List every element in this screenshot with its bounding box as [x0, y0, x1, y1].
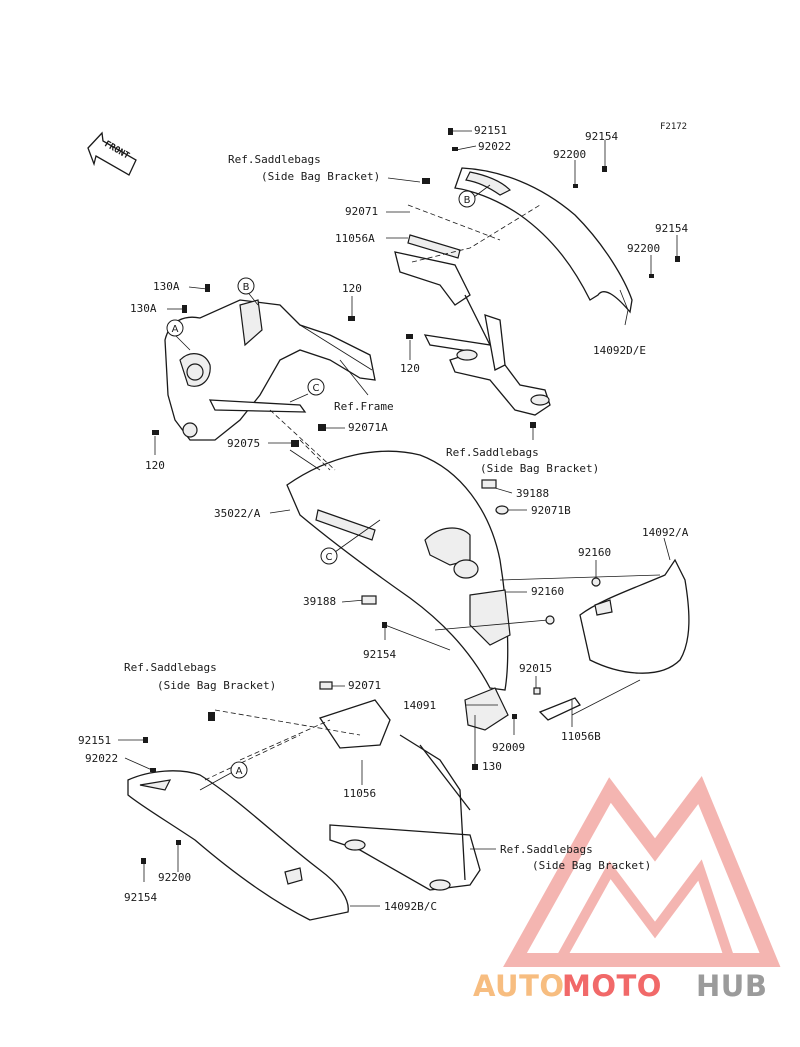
- label-ref-saddlebags-2: Ref.Saddlebags: [446, 446, 539, 459]
- label-ref-saddlebags-4: Ref.Saddlebags: [500, 843, 593, 856]
- callout-b-top: B: [464, 195, 471, 206]
- label-11056b: 11056B: [561, 730, 601, 743]
- watermark-moto: MOTO: [562, 969, 662, 1003]
- label-92009: 92009: [492, 741, 525, 754]
- callout-a-lower: A: [236, 766, 243, 777]
- label-side-bag-bracket-2: (Side Bag Bracket): [480, 462, 599, 475]
- label-92022-low: 92022: [85, 752, 118, 765]
- bracket-14091-body: [464, 687, 509, 731]
- bracket-11056b: [538, 697, 581, 721]
- label-130a-1: 130A: [153, 280, 180, 293]
- watermark-triangle-icon: [503, 775, 781, 967]
- label-130: 130: [482, 760, 502, 773]
- bracket-11056a: [394, 251, 471, 306]
- label-130a-2: 130A: [130, 302, 157, 315]
- rubber-92071: [407, 234, 461, 259]
- label-side-bag-bracket-4: (Side Bag Bracket): [532, 859, 651, 872]
- label-92071a: 92071A: [348, 421, 388, 434]
- label-92200-top: 92200: [553, 148, 586, 161]
- callout-b-frame: B: [243, 282, 250, 293]
- part-labels: 92151 92022 92154 92200 Ref.Saddlebags (…: [78, 124, 689, 913]
- label-92015: 92015: [519, 662, 552, 675]
- label-14092a: 14092/A: [642, 526, 689, 539]
- label-92160-2: 92160: [531, 585, 564, 598]
- upper-cover-body: [454, 167, 633, 314]
- label-ref-saddlebags-1: Ref.Saddlebags: [228, 153, 321, 166]
- label-39188-left: 39188: [303, 595, 336, 608]
- label-92154-top: 92154: [585, 130, 618, 143]
- label-35022a: 35022/A: [214, 507, 261, 520]
- label-92075: 92075: [227, 437, 260, 450]
- label-ref-frame: Ref.Frame: [334, 400, 394, 413]
- label-14091: 14091: [403, 699, 436, 712]
- label-side-bag-bracket-3: (Side Bag Bracket): [157, 679, 276, 692]
- figure-code: F2172: [660, 122, 687, 132]
- label-92200-right: 92200: [627, 242, 660, 255]
- label-120-top: 120: [342, 282, 362, 295]
- cover-14092de: [454, 167, 633, 326]
- fasteners: [141, 128, 680, 864]
- label-14092de: 14092D/E: [593, 344, 646, 357]
- label-side-bag-bracket-1: (Side Bag Bracket): [261, 170, 380, 183]
- label-92160-1: 92160: [578, 546, 611, 559]
- frame-assembly: [164, 299, 376, 441]
- label-92154-right: 92154: [655, 222, 688, 235]
- label-92200-low: 92200: [158, 871, 191, 884]
- label-120-left: 120: [145, 459, 165, 472]
- label-11056a: 11056A: [335, 232, 375, 245]
- watermark-auto: AUTO: [473, 969, 565, 1003]
- label-92154-mid: 92154: [363, 648, 396, 661]
- label-39188-right: 39188: [516, 487, 549, 500]
- front-arrow-icon: [87, 131, 137, 176]
- upper-cover-clip: [465, 171, 512, 196]
- watermark-logo: AUTO MOTO HUB: [473, 775, 781, 1003]
- front-arrow: FRONT: [87, 131, 137, 176]
- label-ref-saddlebags-3: Ref.Saddlebags: [124, 661, 217, 674]
- label-92151-low: 92151: [78, 734, 111, 747]
- right-cover-body: [579, 558, 690, 674]
- callout-circles: B B A C C A: [166, 190, 476, 779]
- label-92154-low: 92154: [124, 891, 157, 904]
- upper-bracket-assembly: [394, 234, 551, 416]
- label-92071-top: 92071: [345, 205, 378, 218]
- watermark-hub: HUB: [696, 969, 767, 1003]
- watermark-m-icon: [555, 859, 735, 963]
- lower-bar: [329, 824, 481, 891]
- label-14092bc: 14092B/C: [384, 900, 437, 913]
- bracket-11056: [318, 699, 391, 749]
- upper-side-bag-bracket: [423, 334, 551, 416]
- lower-side-bag-bracket: [318, 699, 481, 891]
- lower-cover-body: [127, 770, 349, 921]
- callout-c-fender: C: [326, 552, 333, 563]
- cover-14092a: [579, 558, 690, 674]
- label-92151-top: 92151: [474, 124, 507, 137]
- callout-a-frame: A: [172, 324, 179, 335]
- label-120-mid: 120: [400, 362, 420, 375]
- label-92071b: 92071B: [531, 504, 571, 517]
- label-92022-top: 92022: [478, 140, 511, 153]
- bracket-14091: [464, 687, 581, 731]
- callout-c-frame: C: [313, 383, 320, 394]
- cover-14092bc: [127, 770, 349, 921]
- fender-body: [286, 450, 509, 691]
- rear-fender-35022a: [286, 449, 511, 691]
- label-92071-low: 92071: [348, 679, 381, 692]
- label-11056: 11056: [343, 787, 376, 800]
